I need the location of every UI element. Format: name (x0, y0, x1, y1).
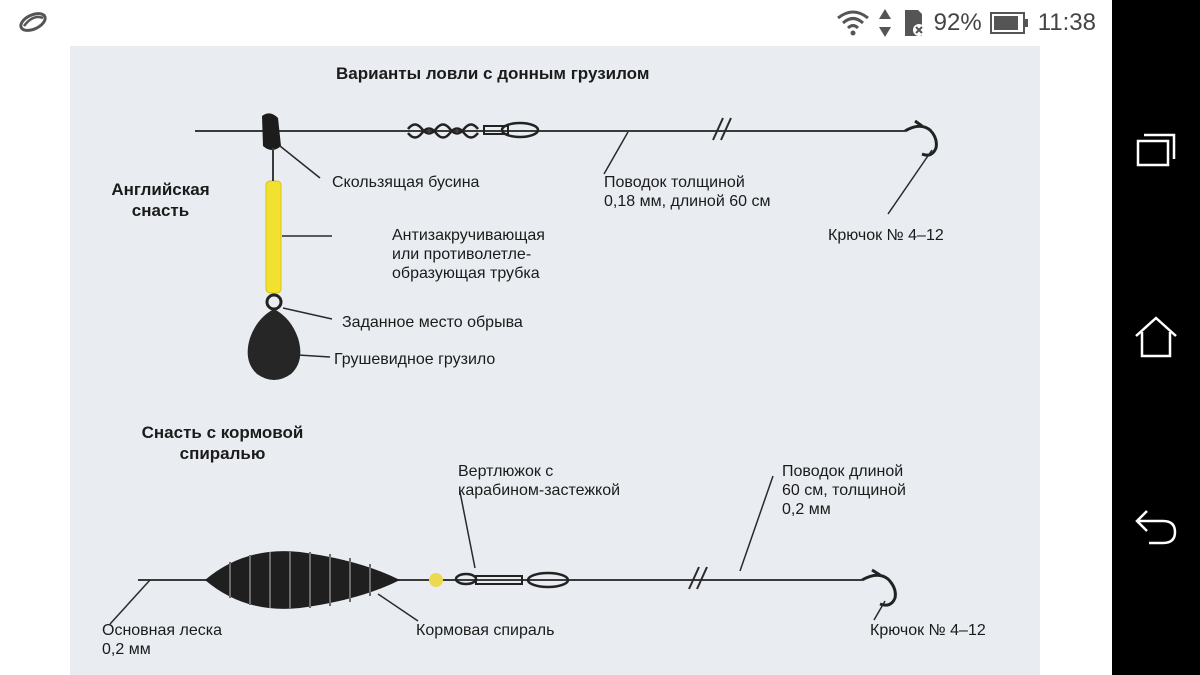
back-button[interactable] (1131, 500, 1181, 550)
swivel-bottom (454, 571, 570, 589)
data-transfer-icon (878, 9, 891, 37)
feeder-spiral (205, 551, 400, 609)
anti-tangle-tube (265, 180, 282, 294)
label-leader-top: Поводок толщиной 0,18 мм, длиной 60 см (604, 174, 771, 210)
sd-card-icon (904, 10, 925, 36)
app-logo-icon (19, 12, 47, 32)
battery-icon (989, 12, 1028, 34)
image-viewer[interactable]: Варианты ловли с донным грузилом Английс… (0, 46, 1112, 675)
home-icon (1135, 316, 1177, 358)
feeder-rig-heading: Снасть с кормовой спиралью (141, 423, 304, 463)
home-button[interactable] (1131, 312, 1181, 362)
label-main-line: Основная леска 0,2 мм (102, 622, 223, 658)
pear-sinker (247, 309, 301, 380)
label-feeder-spiral: Кормовая спираль (416, 622, 555, 639)
wifi-icon (836, 10, 869, 36)
battery-percent: 92% (933, 9, 982, 36)
line-break-mark-bottom (688, 566, 708, 590)
status-bar: 92% 11:38 (0, 0, 1112, 46)
hook-top (904, 124, 938, 157)
back-icon (1135, 510, 1177, 545)
navigation-bar (1112, 0, 1200, 675)
hook-eye-top (914, 119, 923, 128)
label-pear-sinker: Грушевидное грузило (334, 351, 496, 368)
fishing-rig-diagram: Варианты ловли с донным грузилом Английс… (70, 46, 1040, 675)
sliding-bead (262, 113, 281, 150)
label-break-point: Заданное место обрыва (342, 314, 523, 331)
bead-bottom (429, 573, 443, 587)
label-leader-bottom: Поводок длиной 60 см, толщиной 0,2 мм (782, 463, 906, 518)
label-hook-top: Крючок № 4–12 (828, 227, 944, 244)
label-sliding-bead: Скользящая бусина (332, 174, 480, 191)
swivel-top (407, 121, 540, 139)
recents-icon (1136, 133, 1176, 167)
break-point-ring (265, 293, 283, 311)
label-anti-tangle-tube: Антизакручивающая или противолетле- обра… (392, 227, 545, 282)
line-break-mark-top (712, 117, 732, 141)
diagram-title: Варианты ловли с донным грузилом (336, 64, 650, 83)
clock: 11:38 (1037, 9, 1096, 36)
label-swivel: Вертлюжок с карабином-застежкой (458, 463, 621, 499)
recents-button[interactable] (1131, 124, 1181, 174)
diagram-drawing (109, 113, 938, 625)
label-hook-bottom: Крючок № 4–12 (870, 622, 986, 639)
hook-bottom (861, 573, 897, 607)
english-rig-heading: Английская снасть (111, 180, 210, 220)
